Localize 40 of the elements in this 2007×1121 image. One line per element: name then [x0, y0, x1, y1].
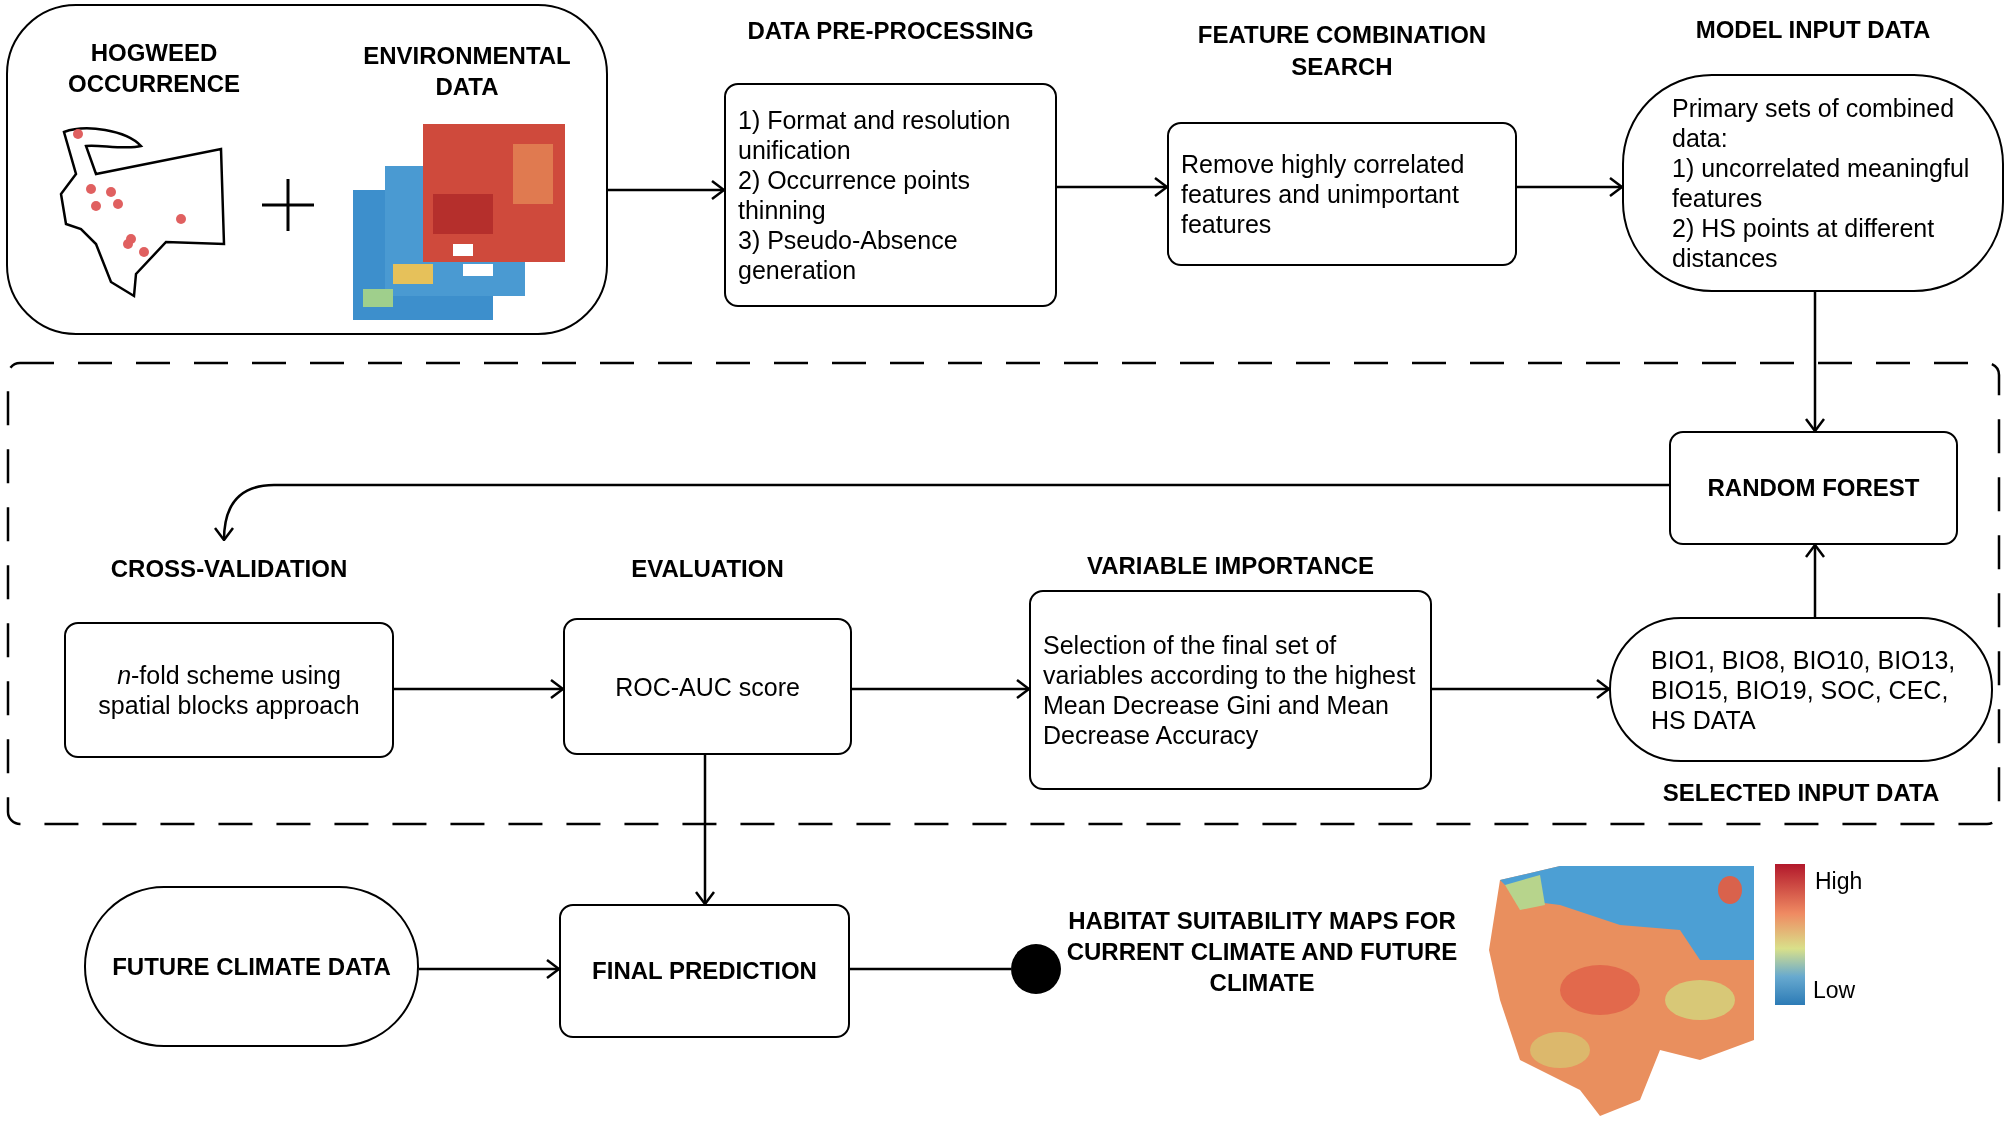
arrow: [419, 958, 561, 980]
box-caption: SELECTED INPUT DATA: [1661, 778, 1941, 808]
box-heading: VARIABLE IMPORTANCE: [1085, 550, 1376, 581]
arrow: [852, 678, 1031, 700]
input-panel: [6, 4, 608, 335]
arrow: [214, 483, 1669, 542]
process-box: [559, 904, 850, 1038]
arrow: [1517, 176, 1624, 198]
box-heading: FEATURE COMBINATION SEARCH: [1196, 19, 1488, 82]
box-heading: MODEL INPUT DATA: [1694, 14, 1932, 45]
box-text: BIO1, BIO8, BIO10, BIO13, BIO15, BIO19, SOC, CEC, HS DATA: [1651, 644, 1957, 735]
box-text: Remove highly correlated features and unimportant features: [1181, 149, 1466, 239]
process-box: [1669, 431, 1958, 545]
box-text: 1) uncorrelated meaningful features: [1672, 153, 1971, 213]
scale-label: High: [1815, 867, 1864, 896]
arrow: [394, 678, 565, 700]
box-title: FINAL PREDICTION: [592, 956, 817, 987]
box-heading: EVALUATION: [630, 553, 785, 584]
box-text: Selection of the final set of variables according to the highest Mean Decrease Gini and Mean Decrease Accuracy: [1043, 630, 1417, 750]
box-title: RANDOM FOREST: [1707, 473, 1920, 504]
box-text: 1) Format and resolution unification: [738, 105, 1012, 165]
arrow: [694, 755, 716, 906]
box-heading: CROSS-VALIDATION: [109, 553, 349, 584]
section-heading: ENVIRONMENTAL DATA: [362, 40, 572, 102]
box-text: n-fold scheme using spatial blocks approach: [97, 660, 361, 720]
arrow: [1804, 292, 1826, 433]
arrow: [1432, 678, 1611, 700]
section-heading: HOGWEED OCCURRENCE: [67, 37, 241, 99]
scale-label: Low: [1813, 976, 1857, 1005]
arrow: [608, 179, 726, 201]
box-title: FUTURE CLIMATE DATA: [112, 951, 391, 982]
box-text: 3) Pseudo-Absence generation: [738, 225, 959, 285]
box-text: ROC-AUC score: [615, 671, 800, 702]
box-heading: DATA PRE-PROCESSING: [746, 15, 1035, 46]
box-text: 2) Occurrence points thinning: [738, 165, 972, 225]
arrow: [1057, 176, 1169, 198]
arrow: [1804, 543, 1826, 617]
map-title: HABITAT SUITABILITY MAPS FOR CURRENT CLIMATE AND FUTURE CLIMATE: [1065, 906, 1459, 999]
box-text: Primary sets of combined data:: [1672, 93, 1956, 153]
box-text: 2) HS points at different distances: [1672, 213, 1936, 273]
